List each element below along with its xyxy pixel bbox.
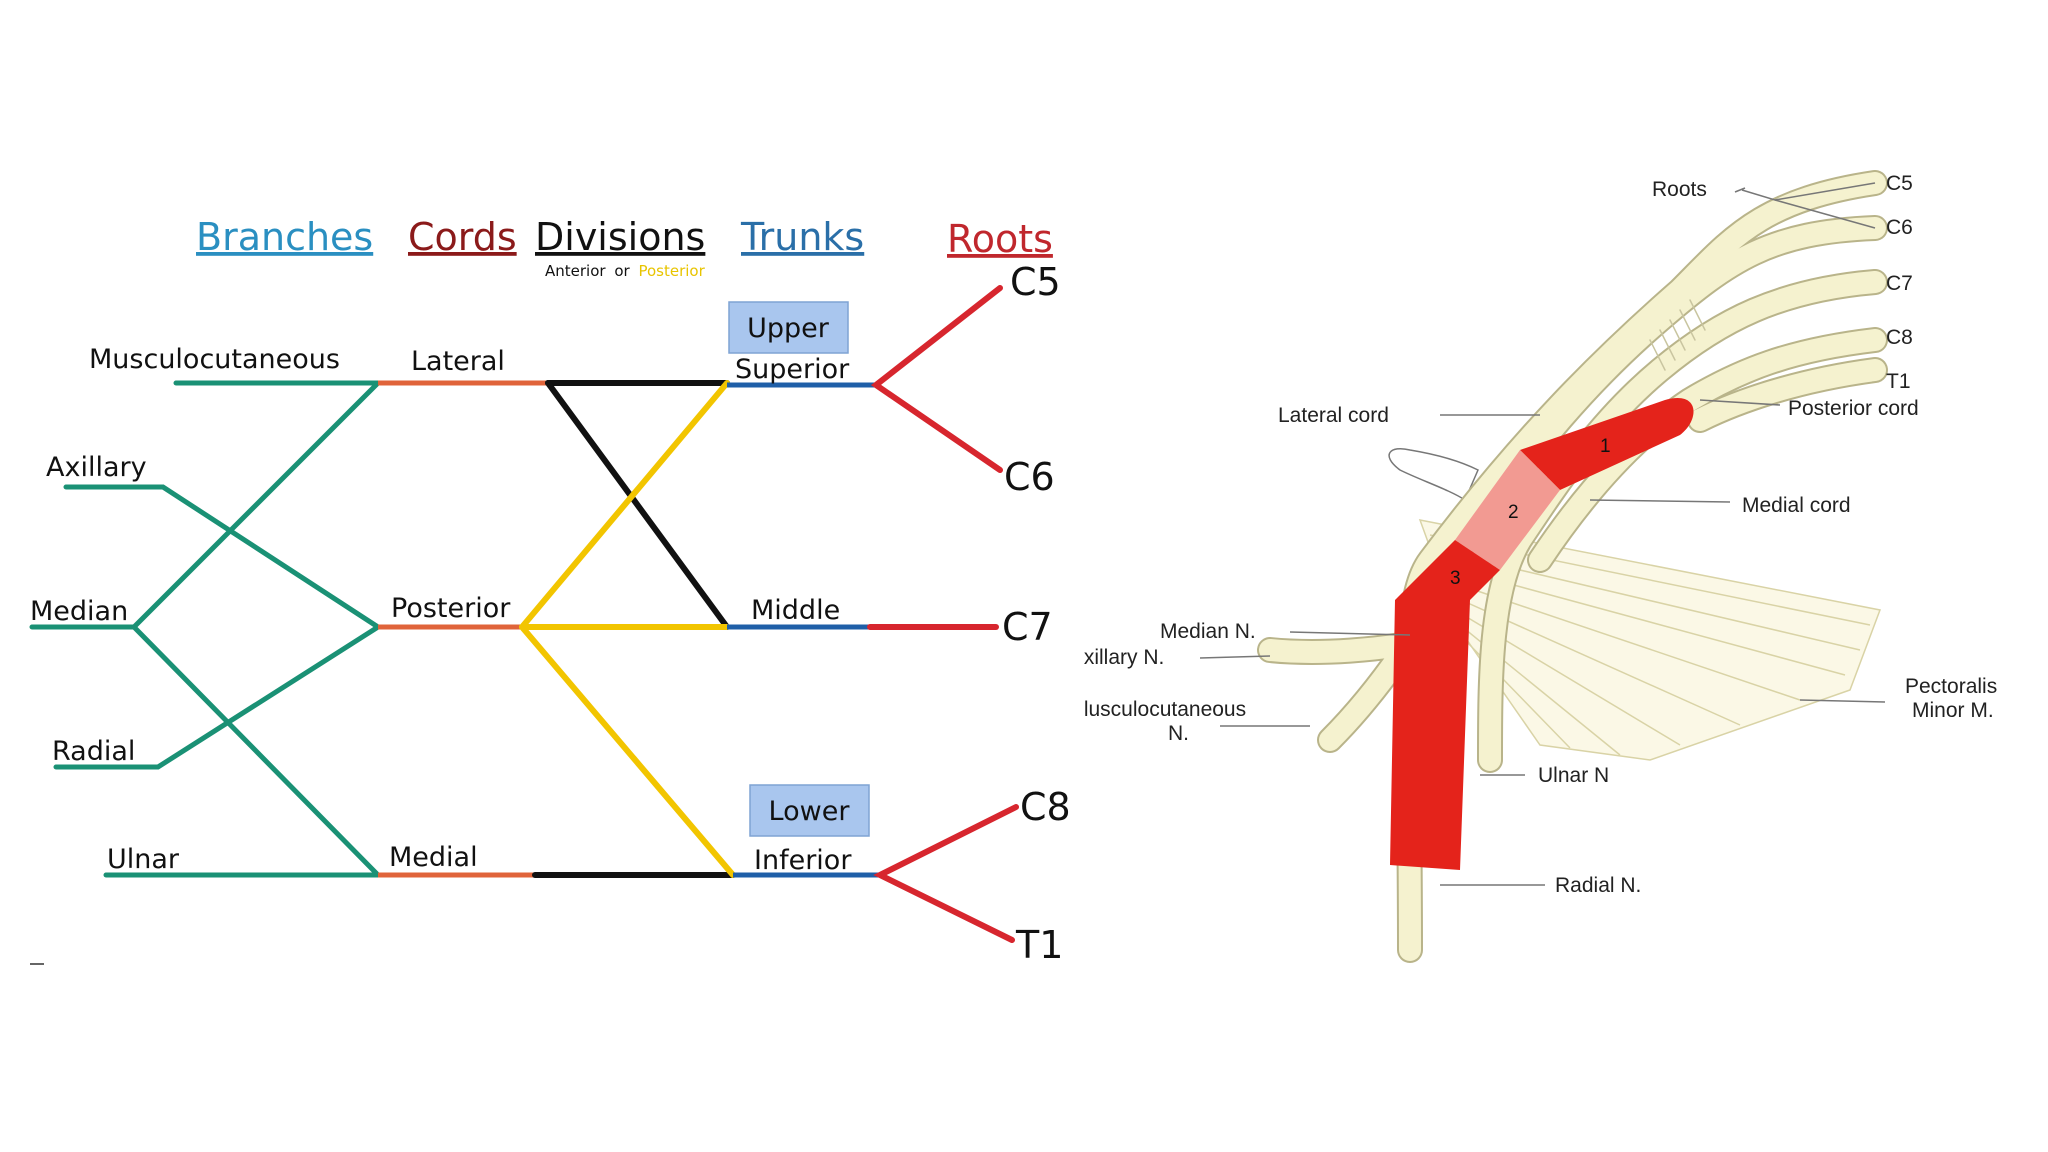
- header-divisions: Divisions: [535, 215, 705, 259]
- lateral-cord-anat-label: Lateral cord: [1278, 404, 1389, 427]
- posterior-cord-label: Posterior: [391, 593, 511, 624]
- anat-c8-label: C8: [1886, 326, 1913, 349]
- subtitle-posterior: Posterior: [638, 262, 705, 280]
- axillary-n-label: xillary N.: [1078, 646, 1164, 669]
- artery-number-2: 2: [1508, 502, 1519, 523]
- median-label: Median: [30, 596, 128, 627]
- roots-label: Roots: [1652, 178, 1707, 201]
- artery-number-3: 3: [1450, 568, 1461, 589]
- lateral-cord-label: Lateral: [411, 346, 505, 377]
- root-t1-label: T1: [1015, 923, 1063, 967]
- axillary-artery: [1390, 398, 1694, 870]
- root-c6-label: C6: [1004, 455, 1055, 499]
- anat-c5-label: C5: [1886, 172, 1913, 195]
- subtitle-or: or: [614, 262, 630, 280]
- artery-number-1: 1: [1600, 436, 1611, 457]
- lower-trunk-label: Lower: [769, 796, 851, 827]
- artery-segment-2: [1455, 450, 1560, 570]
- root-c7-label: C7: [1002, 605, 1053, 649]
- pectoralis-label-2: Minor M.: [1912, 699, 1994, 722]
- anat-t1-label: T1: [1886, 370, 1911, 393]
- subtitle-anterior: Anterior: [545, 262, 606, 280]
- ulnar-n-label: Ulnar N: [1538, 764, 1609, 787]
- anat-c7-label: C7: [1886, 272, 1913, 295]
- radial-n-label: Radial N.: [1555, 874, 1641, 897]
- musculocutaneous-label: Musculocutaneous: [89, 344, 340, 375]
- middle-trunk-label: Middle: [751, 595, 840, 626]
- header-branches: Branches: [196, 215, 373, 259]
- musculocutaneous-n-label-2: N.: [1168, 722, 1189, 745]
- inferior-trunk-label: Inferior: [754, 845, 852, 876]
- ulnar-label: Ulnar: [107, 844, 180, 875]
- lower-root-lines: [873, 804, 1019, 943]
- superior-trunk-label: Superior: [735, 354, 850, 385]
- medial-cord-anat-label: Medial cord: [1742, 494, 1851, 517]
- division-lines: [519, 380, 736, 878]
- branch-lines: [29, 380, 381, 878]
- posterior-cord-anat-label: Posterior cord: [1788, 397, 1919, 420]
- radial-line: [53, 624, 381, 770]
- upper-posterior-division: [519, 380, 730, 630]
- header-cords: Cords: [408, 215, 517, 259]
- root-c5-label: C5: [1010, 260, 1061, 304]
- middle-anterior-division: [545, 380, 730, 630]
- pectoralis-label-1: Pectoralis: [1905, 675, 1997, 698]
- radial-label: Radial: [52, 736, 135, 767]
- trunk-lines: [727, 382, 880, 878]
- axillary-label: Axillary: [46, 452, 147, 483]
- lower-posterior-division: [519, 624, 736, 878]
- divisions-subtitle: Anterior or Posterior: [545, 262, 706, 280]
- artery-segment-3: [1390, 540, 1500, 870]
- anat-c6-label: C6: [1886, 216, 1913, 239]
- upper-trunk-label: Upper: [747, 313, 830, 344]
- leader-lines: [1199, 182, 1886, 886]
- median-n-label: Median N.: [1160, 620, 1256, 643]
- upper-trunk-box: [728, 301, 849, 354]
- musculocutaneous-n-label-1: lusculocutaneous: [1078, 698, 1246, 721]
- coracoid-process: [1388, 448, 1479, 502]
- plexus-schematic: Branches Cords Divisions Trunks Roots An…: [29, 215, 1071, 967]
- header-trunks: Trunks: [740, 215, 864, 259]
- root-lines: [867, 285, 1019, 943]
- header-roots: Roots: [947, 217, 1053, 261]
- median-medial-line: [131, 624, 381, 878]
- lower-trunk-box: [749, 784, 870, 837]
- medial-cord-label: Medial: [389, 842, 478, 873]
- cord-lines: [378, 380, 548, 878]
- artery-segment-1: [1520, 398, 1694, 490]
- anatomical-illustration: 1 2 3 Roots C5 C6 C7 C8 T1 Lateral cord …: [1078, 170, 1997, 963]
- axillary-line: [63, 484, 381, 630]
- upper-root-lines: [870, 285, 1003, 473]
- root-c8-label: C8: [1020, 785, 1071, 829]
